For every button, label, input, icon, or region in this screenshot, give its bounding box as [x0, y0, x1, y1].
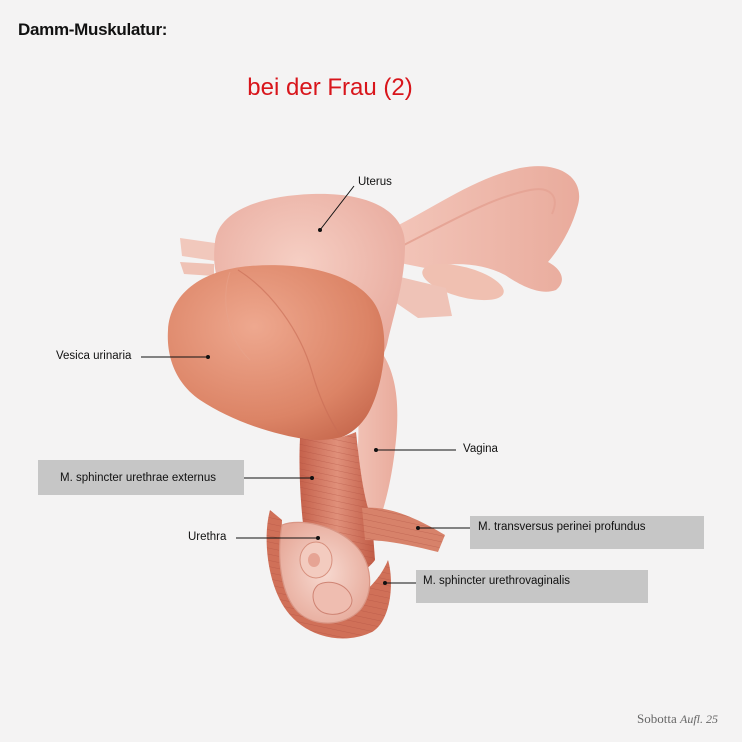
label-vesica-urinaria: Vesica urinaria	[56, 350, 132, 362]
label-sphincter-urethrovaginalis: M. sphincter urethrovaginalis	[423, 575, 571, 587]
ligament-left	[180, 238, 222, 262]
footer-edition: Aufl. 25	[680, 712, 718, 726]
fallopian-tube	[385, 166, 580, 292]
label-box-urethrovaginalis: M. sphincter urethrovaginalis	[416, 570, 648, 603]
label-uterus: Uterus	[358, 176, 392, 188]
ovary	[422, 263, 504, 301]
ligament-left-lower	[180, 262, 214, 276]
footer-brand: Sobotta	[637, 711, 677, 726]
label-transversus-perinei-profundus: M. transversus perinei profundus	[478, 521, 646, 533]
vaginal-opening	[312, 581, 353, 615]
label-vagina: Vagina	[463, 443, 498, 455]
page-subtitle: bei der Frau (2)	[247, 74, 413, 101]
label-sphincter-urethrae-externus: M. sphincter urethrae externus	[60, 472, 216, 484]
bladder	[167, 265, 385, 441]
label-box-transversus: M. transversus perinei profundus	[470, 516, 704, 549]
page-title: Damm-Muskulatur:	[18, 20, 168, 39]
label-box-sphincter-externus: M. sphincter urethrae externus	[38, 460, 244, 495]
footer-credit: Sobotta Aufl. 25	[637, 711, 718, 727]
label-urethra: Urethra	[188, 531, 227, 543]
ligament-right	[392, 276, 452, 318]
